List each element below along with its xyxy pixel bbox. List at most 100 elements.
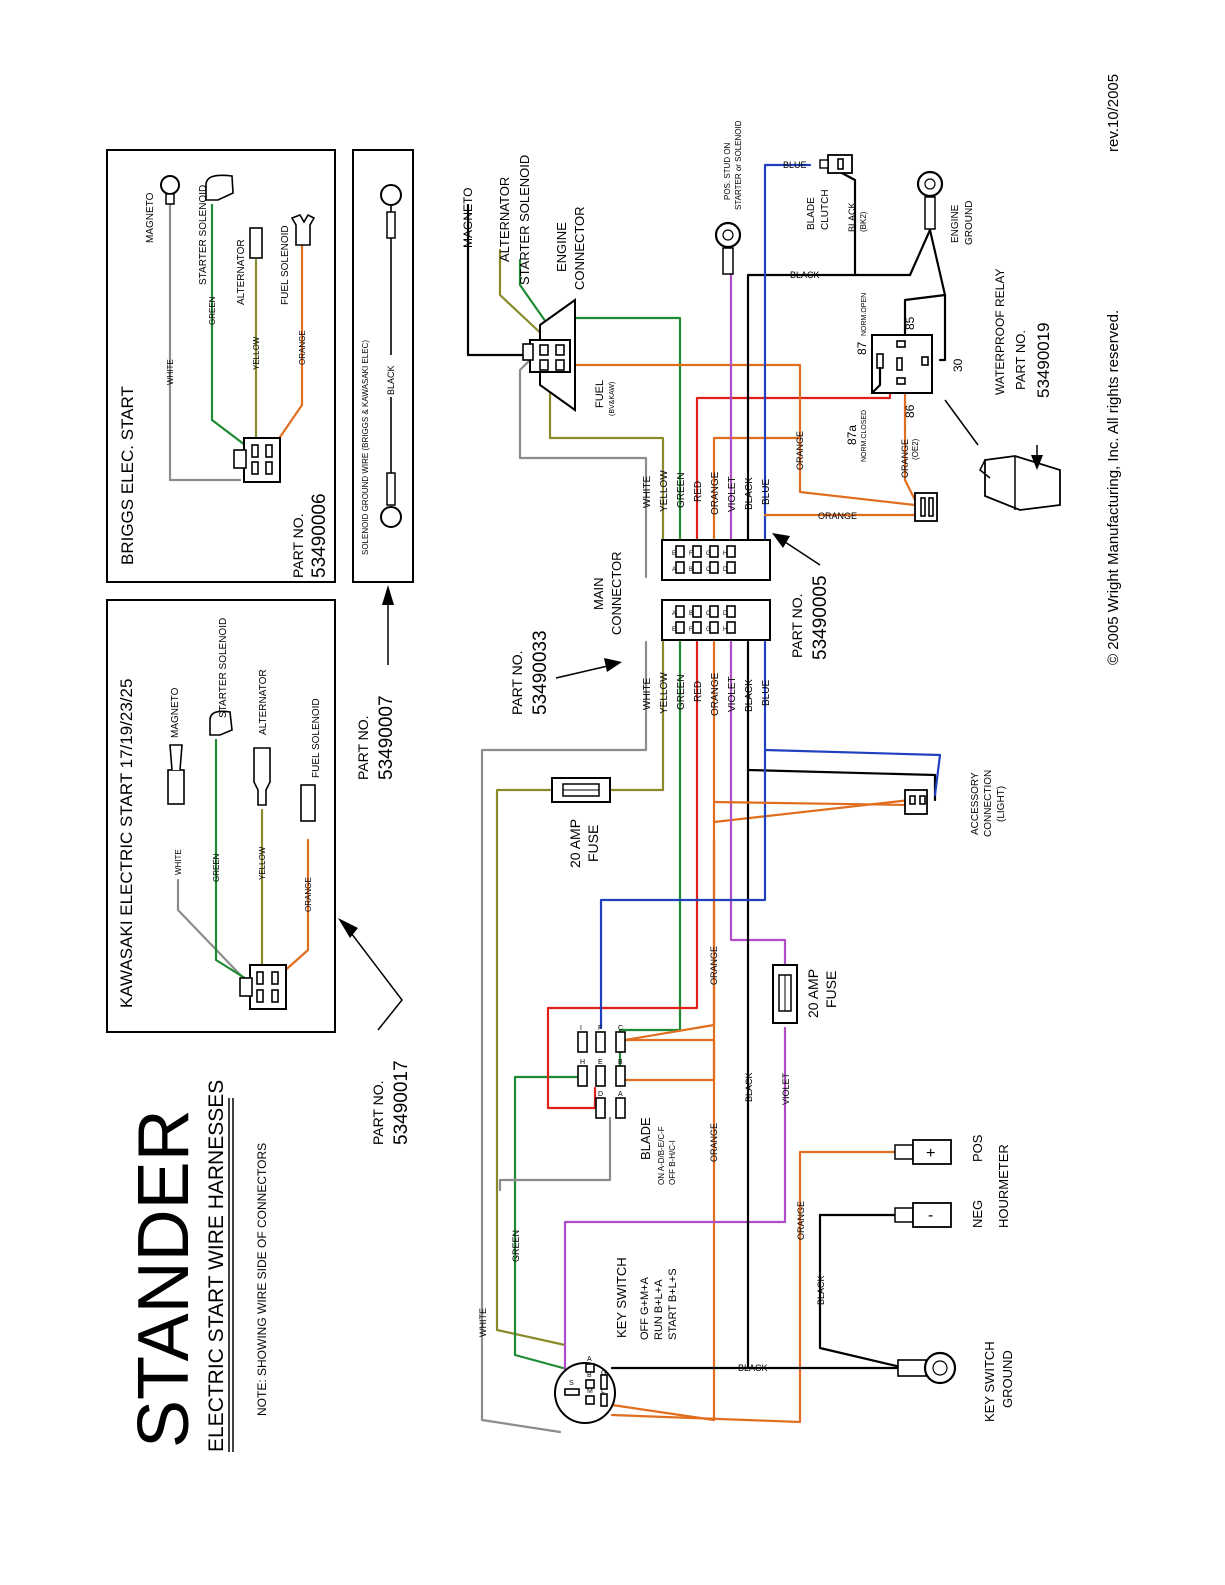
blade-switch-pin-letter: E bbox=[598, 1059, 603, 1066]
up-white: WHITE bbox=[642, 475, 653, 508]
main-connector-pin-letter: B bbox=[689, 611, 693, 617]
kaw-white-label: WHITE bbox=[174, 849, 183, 875]
lo-green: GREEN bbox=[676, 674, 687, 710]
plus-icon: + bbox=[926, 1145, 935, 1162]
briggs-starter-label: STARTER SOLENOID bbox=[198, 185, 209, 285]
main-connector-pin-letter: B bbox=[689, 567, 693, 573]
lower-violet: VIOLET bbox=[781, 1072, 791, 1105]
briggs-box: BRIGGS ELEC. START PART NO. 53490006 MAG… bbox=[106, 149, 336, 583]
up-green: GREEN bbox=[676, 472, 687, 508]
lower-wire-labels: WHITE YELLOW GREEN RED ORANGE VIOLET BLA… bbox=[642, 672, 772, 716]
kawasaki-title: KAWASAKI ELECTRIC START 17/19/23/25 bbox=[117, 679, 136, 1008]
lo-blue: BLUE bbox=[761, 680, 772, 706]
main-connector-pin-letter: E bbox=[672, 627, 676, 633]
briggs-part-label: PART NO. bbox=[290, 513, 306, 578]
briggs-orange-label: ORANGE bbox=[298, 330, 307, 365]
brand-title: STANDER bbox=[124, 1109, 204, 1448]
accessory-label-3: (LIGHT) bbox=[996, 786, 1007, 822]
fuel-solenoid-terminal-icon bbox=[300, 784, 316, 822]
part-53490017: PART NO. 53490017 bbox=[338, 918, 412, 1145]
lo-white: WHITE bbox=[642, 677, 653, 710]
kaw-orange-label: ORANGE bbox=[304, 877, 313, 912]
blade-switch-pin bbox=[615, 1031, 626, 1053]
up-orange: ORANGE bbox=[710, 471, 721, 515]
kaw-starter-label: STARTER SOLENOID bbox=[218, 618, 229, 718]
relay-harness-connector-icon bbox=[914, 492, 938, 522]
relay-pin-87a-note: NORM.CLOSED bbox=[861, 410, 868, 462]
relay-pin-30: 30 bbox=[951, 358, 965, 372]
briggs-fuel-label: FUEL SOLENOID bbox=[280, 225, 291, 305]
main-connector-pin-letter: H bbox=[723, 627, 727, 633]
main-connector-pin-letter: F bbox=[689, 551, 693, 557]
main-connector-pin-letter: A bbox=[672, 611, 676, 617]
relay-icon bbox=[979, 455, 1061, 511]
main-connector-pin bbox=[709, 605, 719, 618]
alternator-terminal-icon bbox=[249, 227, 263, 259]
main-connector-pin bbox=[726, 545, 736, 558]
magneto-label: MAGNETO bbox=[461, 188, 475, 248]
relay-pin-86: 86 bbox=[903, 404, 917, 418]
key-switch-start: START B+L+S bbox=[667, 1268, 679, 1340]
key-switch-pin-letter: G bbox=[601, 1370, 606, 1377]
briggs-part-number: 53490006 bbox=[309, 493, 330, 578]
blade-switch-pin-letter: A bbox=[618, 1091, 623, 1098]
hourmeter-neg: NEG bbox=[970, 1200, 985, 1228]
blade-switch-pin-letter: C bbox=[618, 1025, 623, 1032]
upper-wire-labels: WHITE YELLOW GREEN RED ORANGE VIOLET BLA… bbox=[642, 470, 772, 515]
subtitle: ELECTRIC START WIRE HARNESSES bbox=[205, 1080, 228, 1452]
accessory-label-2: CONNECTION bbox=[983, 770, 994, 837]
p53490033-label: PART NO. bbox=[509, 650, 525, 715]
blade-title: BLADE bbox=[638, 1117, 653, 1160]
p53490005-number: 53490005 bbox=[810, 575, 831, 660]
main-connector-pin bbox=[726, 605, 736, 618]
hourmeter-title: HOURMETER bbox=[996, 1144, 1011, 1228]
lower-green: GREEN bbox=[511, 1230, 521, 1262]
engine-ground-ring-icon bbox=[916, 170, 944, 230]
p53490019-number: 53490019 bbox=[1034, 322, 1053, 398]
fuse-2-label-2: FUSE bbox=[823, 971, 839, 1008]
main-connector-pin bbox=[692, 545, 702, 558]
briggs-connector bbox=[243, 437, 281, 483]
relay-orange-code: (OE2) bbox=[911, 438, 920, 460]
blade-clutch-label-1: BLADE bbox=[806, 197, 817, 230]
hourmeter-neg-terminal-icon: - bbox=[894, 1202, 952, 1228]
key-switch-pin-letter: A bbox=[587, 1356, 592, 1363]
p53490033-number: 53490033 bbox=[530, 630, 551, 715]
kaw-yellow-label: YELLOW bbox=[258, 846, 267, 880]
blade-switch-pin-letter: D bbox=[598, 1091, 603, 1098]
relay-label: WATERPROOF RELAY bbox=[993, 269, 1007, 395]
lo-yellow: YELLOW bbox=[659, 672, 670, 714]
ground-wire-black-label: BLACK bbox=[386, 365, 396, 395]
key-switch-pin bbox=[600, 1374, 608, 1390]
magneto-ring-icon bbox=[160, 175, 180, 205]
briggs-alternator-label: ALTERNATOR bbox=[236, 239, 247, 305]
fuse-1-label-1: 20 AMP bbox=[567, 819, 583, 868]
ground-wire-box: SOLENOID GROUND WIRE (BRIGGS & KAWASAKI … bbox=[352, 149, 414, 583]
main-connector-pin-letter: D bbox=[723, 611, 728, 617]
engine-ground-label-1: ENGINE bbox=[950, 204, 961, 243]
lower-black: BLACK bbox=[744, 1072, 754, 1102]
key-switch-pin bbox=[585, 1363, 595, 1373]
part-53490033: PART NO. 53490033 bbox=[509, 630, 622, 715]
key-switch-title: KEY SWITCH bbox=[614, 1257, 629, 1338]
key-ground-label-1: KEY SWITCH bbox=[982, 1341, 997, 1422]
hourmeter-pos-terminal-icon: + bbox=[894, 1139, 952, 1165]
main-connector-pin-letter: E bbox=[672, 551, 676, 557]
blade-switch-pin-letter: F bbox=[598, 1025, 602, 1032]
key-ground-label-2: GROUND bbox=[1000, 1350, 1015, 1408]
main-connector-label-2: CONNECTOR bbox=[609, 551, 624, 635]
key-switch-pin-letter: S bbox=[569, 1380, 574, 1387]
blade-switch-pin bbox=[595, 1031, 606, 1053]
hourmeter-pos: POS bbox=[970, 1134, 985, 1162]
p53490007-number: 53490007 bbox=[376, 695, 397, 780]
key-switch-run: RUN B+L+A bbox=[653, 1279, 665, 1340]
briggs-white-label: WHITE bbox=[166, 359, 175, 385]
magneto-terminal-icon bbox=[167, 744, 185, 805]
pos-stud-label-1: POS. STUD ON bbox=[723, 142, 732, 200]
starter-solenoid-terminal-icon bbox=[205, 174, 234, 201]
lower-orange-2: ORANGE bbox=[709, 1123, 719, 1162]
engine-connector bbox=[522, 298, 576, 412]
p53490019-label: PART NO. bbox=[1013, 330, 1028, 390]
